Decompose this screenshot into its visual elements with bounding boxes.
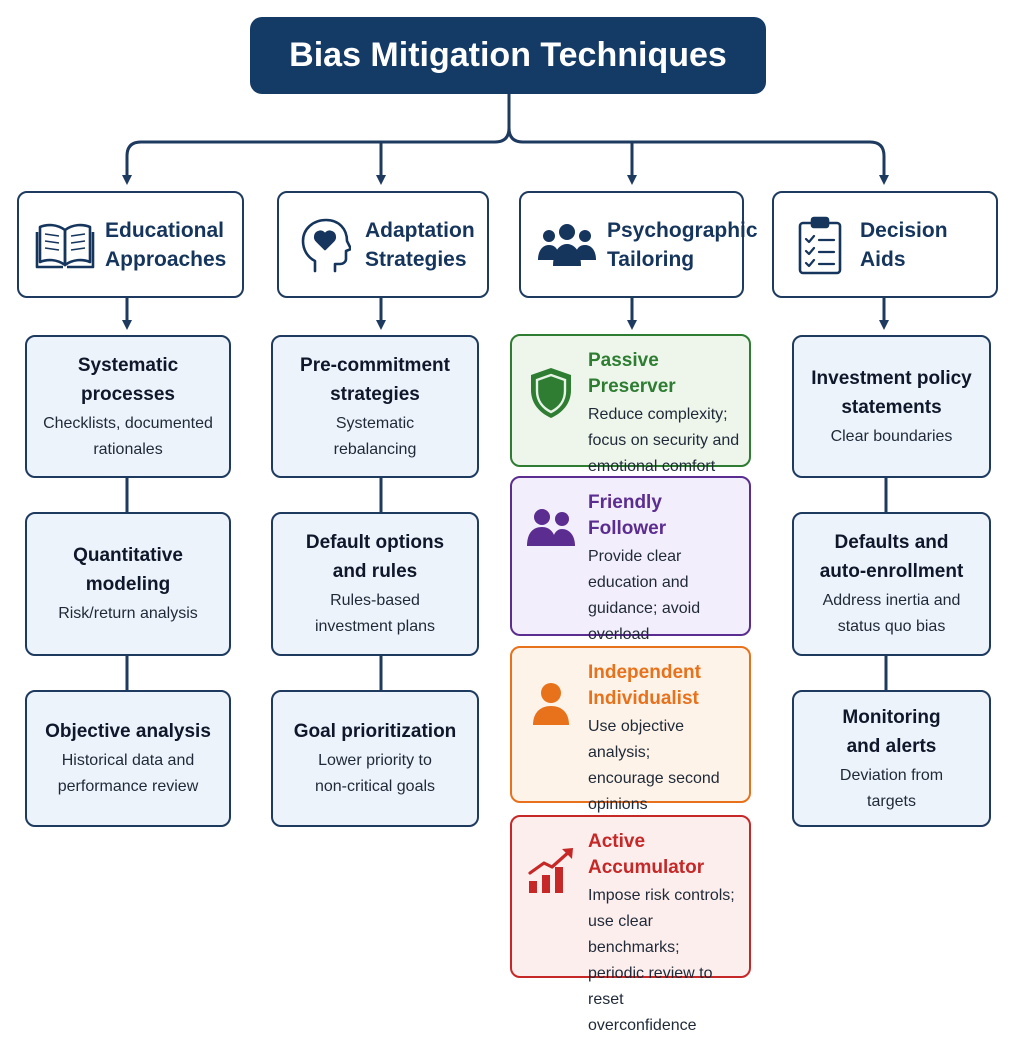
item-goal-prioritization: Goal prioritization Lower priority to non… xyxy=(271,690,479,827)
item-heading-line2: processes xyxy=(80,383,175,405)
item-description-line2: rebalancing xyxy=(333,440,417,458)
profile-description-line2: education and xyxy=(588,574,689,591)
item-heading-line2: and alerts xyxy=(846,735,937,757)
profile-description-line4: overload xyxy=(588,626,650,643)
item-heading-line1: Defaults and xyxy=(834,532,949,553)
item-description-line2: targets xyxy=(867,792,916,810)
item-heading-line2: auto-enrollment xyxy=(819,561,964,582)
category-label-line1: Psychographic xyxy=(607,218,758,242)
item-description-line1: Risk/return analysis xyxy=(58,605,198,622)
item-heading-line1: Investment policy xyxy=(811,367,972,389)
category-label-line1: Decision xyxy=(860,218,948,242)
item-heading-line2: statements xyxy=(841,396,942,418)
category-label-line1: Adaptation xyxy=(365,218,475,242)
profile-friendly-follower: Friendly Follower Provide clear education… xyxy=(510,476,751,643)
clipboard-checklist-icon xyxy=(788,213,852,277)
item-heading-line1: Pre-commitment xyxy=(300,354,450,376)
category-label-line2: Tailoring xyxy=(607,247,695,271)
profile-description-line2: focus on security and xyxy=(588,432,740,449)
two-people-icon xyxy=(520,490,582,624)
head-heart-icon xyxy=(293,213,357,277)
item-heading-line2: and rules xyxy=(332,561,418,582)
item-heading-line1: Systematic xyxy=(77,354,179,376)
page-title: Bias Mitigation Techniques xyxy=(289,36,727,74)
item-description-line1: Historical data and xyxy=(61,752,195,769)
item-description-line1: Address inertia and xyxy=(822,592,961,609)
profile-description-line3: periodic review to reset xyxy=(588,965,713,1008)
profile-heading-line2: Individualist xyxy=(588,688,699,709)
profile-description-line2: encourage second xyxy=(588,770,720,787)
category-label-line2: Strategies xyxy=(365,247,467,271)
category-label-line2: Aids xyxy=(860,247,906,271)
profile-description-line1: Provide clear xyxy=(588,548,682,565)
item-description-line2: rationales xyxy=(93,440,163,458)
profile-description-line4: overconfidence xyxy=(588,1017,697,1034)
item-systematic-processes: Systematic processes Checklists, document… xyxy=(25,335,231,478)
shield-icon xyxy=(520,348,582,455)
profile-description-line3: guidance; avoid xyxy=(588,600,701,617)
profile-description-line1: Use objective analysis; xyxy=(588,718,685,761)
item-heading-line2: strategies xyxy=(330,383,420,405)
item-heading-line2: modeling xyxy=(85,574,171,595)
profile-description-line3: opinions xyxy=(588,796,648,813)
profile-description-line3: emotional comfort xyxy=(588,458,716,475)
item-heading-line1: Quantitative xyxy=(73,545,183,566)
item-description-line1: Clear boundaries xyxy=(830,427,953,445)
person-icon xyxy=(520,660,582,791)
book-icon xyxy=(33,213,97,277)
profile-description-line1: Reduce complexity; xyxy=(588,406,728,423)
profile-description-line2: use clear benchmarks; xyxy=(588,913,680,956)
profile-heading-line1: Independent xyxy=(588,662,701,683)
item-description-line1: Deviation from xyxy=(839,766,944,784)
item-description-line2: investment plans xyxy=(314,618,436,635)
connector-lines xyxy=(122,94,889,690)
item-heading-line1: Default options xyxy=(305,532,445,553)
category-label-line2: Approaches xyxy=(105,247,227,271)
item-heading-line1: Goal prioritization xyxy=(293,721,457,742)
growth-chart-icon xyxy=(520,829,582,966)
item-objective-analysis: Objective analysis Historical data and pe… xyxy=(25,690,231,827)
item-monitoring-and-alerts: Monitoring and alerts Deviation from targe… xyxy=(792,690,991,827)
profile-heading-line1: Passive Preserver xyxy=(588,350,676,397)
item-pre-commitment-strategies: Pre-commitment strategies Systematic rebal… xyxy=(271,335,479,478)
item-description-line1: Systematic xyxy=(335,414,415,432)
profile-description-line1: Impose risk controls; xyxy=(588,887,735,904)
item-description-line1: Rules-based xyxy=(330,592,420,609)
item-defaults-and-auto-enrollment: Defaults and auto-enrollment Address iner… xyxy=(792,512,991,656)
item-description-line1: Checklists, documented xyxy=(43,414,213,432)
item-description-line1: Lower priority to xyxy=(318,752,432,769)
item-description-line2: status quo bias xyxy=(837,618,946,635)
category-label-line1: Educational xyxy=(105,218,225,242)
item-heading-line1: Monitoring xyxy=(842,706,941,728)
main-title-box: Bias Mitigation Techniques xyxy=(250,17,766,94)
people-group-icon xyxy=(535,213,599,277)
profile-active-accumulator: Active Accumulator Impose risk controls;… xyxy=(510,815,751,1034)
item-heading-line1: Objective analysis xyxy=(45,721,211,742)
item-quantitative-modeling: Quantitative modeling Risk/return analysi… xyxy=(25,512,231,656)
item-investment-policy-statements: Investment policy statements Clear bounda… xyxy=(792,335,991,478)
item-description-line2: non-critical goals xyxy=(314,778,436,795)
profile-heading-line1: Friendly Follower xyxy=(588,492,667,539)
profile-heading-line1: Active Accumulator xyxy=(588,831,705,878)
profile-passive-preserver: Passive Preserver Reduce complexity; focu… xyxy=(510,334,751,475)
item-default-options-and-rules: Default options and rules Rules-based inve… xyxy=(271,512,479,656)
item-description-line2: performance review xyxy=(57,778,199,795)
